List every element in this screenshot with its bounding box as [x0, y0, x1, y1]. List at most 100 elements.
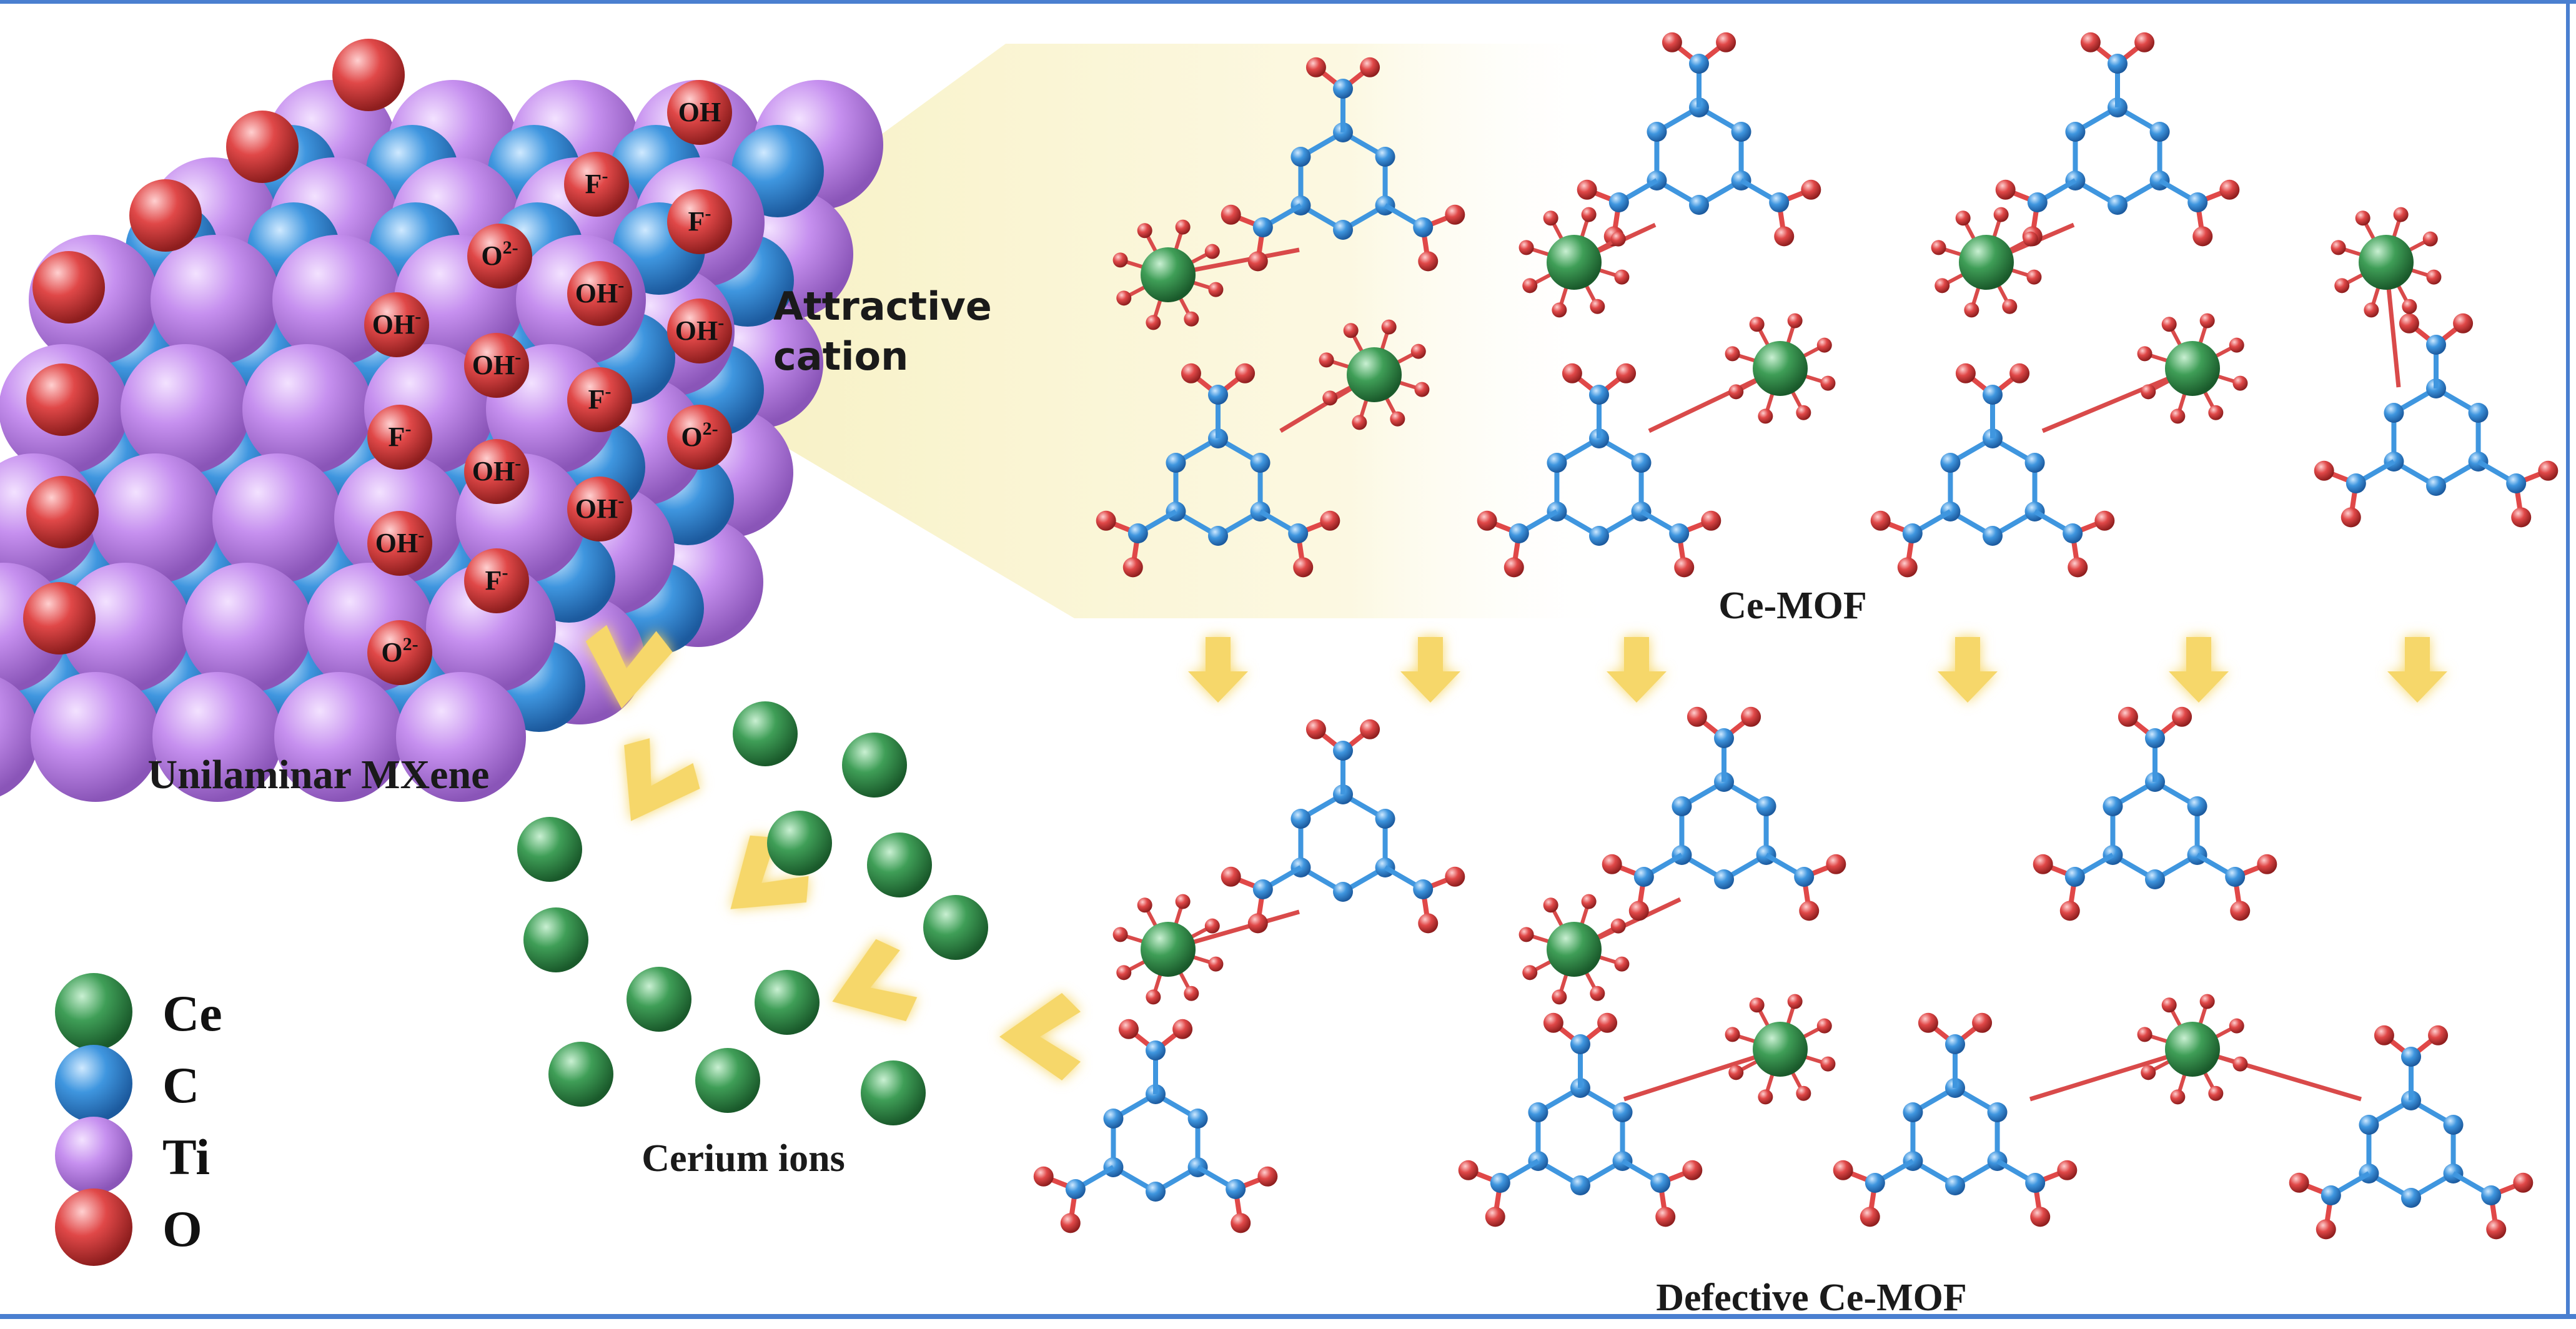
mxene-atom-o — [32, 251, 105, 324]
mof-atom-ce — [1753, 1022, 1808, 1077]
mof-atom-o — [2422, 231, 2438, 247]
mof-atom-o — [1816, 1018, 1832, 1034]
terminal-group-sphere — [367, 511, 432, 576]
mof-atom-c — [1940, 453, 1961, 473]
mof-atom-o — [1320, 510, 1340, 531]
terminal-group-label: OH — [678, 97, 721, 127]
mof-atom-o — [1445, 204, 1465, 225]
mof-atom-c — [1375, 809, 1395, 829]
mof-atom-c — [1166, 453, 1186, 473]
mof-atom-o — [2402, 299, 2417, 314]
mof-atom-c — [2426, 476, 2446, 496]
down-arrow — [2169, 637, 2229, 703]
mof-atom-o — [1204, 244, 1220, 259]
terminal-group-label: OH- — [575, 275, 624, 309]
terminal-group-label: F- — [389, 418, 412, 452]
mof-atom-o — [1543, 1012, 1563, 1033]
mof-atom-o — [2230, 901, 2251, 921]
mxene-atom-ti — [212, 453, 342, 583]
mof-atom-o — [2161, 317, 2177, 332]
mof-atom-o — [1577, 179, 1597, 200]
conversion-arrows — [1188, 637, 2447, 703]
legend-label-c: C — [162, 1057, 199, 1114]
mof-atom-c — [1103, 1109, 1124, 1129]
mof-atom-ce — [1959, 235, 2014, 290]
mof-atom-c — [1650, 1173, 1671, 1193]
mof-atom-o — [2399, 313, 2419, 333]
flow-chevron — [730, 835, 809, 909]
mof-atom-c — [1413, 217, 1434, 237]
mxene-atom-o — [23, 582, 96, 655]
mof-atom-o — [1701, 510, 1721, 531]
mof-atom-o — [2141, 1065, 2156, 1080]
mof-atom-o — [1897, 557, 1918, 578]
mof-atom-o — [2453, 313, 2474, 333]
mof-atom-o — [1602, 854, 1622, 874]
terminal-group-sphere — [667, 189, 732, 254]
mof-atom-o — [1518, 927, 1534, 942]
mof-atom-o — [2059, 901, 2080, 921]
cerium-ion — [695, 1048, 760, 1113]
mof-atom-c — [2468, 403, 2489, 423]
mof-atom-o — [2137, 1027, 2152, 1042]
mof-atom-o — [1801, 179, 1821, 200]
mof-atom-o — [1414, 382, 1430, 397]
mof-atom-o — [2355, 210, 2370, 226]
terminal-group-label: OH- — [575, 490, 624, 524]
mof-atom-c — [2359, 1115, 2379, 1135]
mof-atom-o — [1820, 1056, 1836, 1072]
mof-atom-o — [1146, 315, 1161, 330]
mof-atom-c — [1714, 869, 1734, 889]
mof-atom-o — [1485, 1207, 1505, 1227]
mof-atom-c — [1756, 796, 1776, 816]
mof-atom-o — [2232, 375, 2248, 391]
mof-atom-c — [1689, 195, 1709, 215]
terminal-group-sphere — [464, 439, 529, 504]
mof-atom-c — [2063, 523, 2083, 543]
mxene-atom-o — [332, 39, 405, 111]
mof-atom-o — [2199, 313, 2215, 329]
mof-atom-o — [1581, 207, 1597, 222]
mxene-atom-o — [26, 363, 99, 436]
mof-atom-ce — [1753, 341, 1808, 396]
mof-atom-c — [2145, 728, 2165, 748]
mof-atom-o — [2316, 1219, 2336, 1240]
mof-atom-o — [1682, 1160, 1703, 1180]
mof-atom-o — [2428, 1025, 2449, 1045]
mof-atom-o — [2486, 1219, 2507, 1240]
mof-atom-c — [1290, 809, 1311, 829]
mof-atom-o — [2511, 507, 2532, 528]
mof-atom-o — [2426, 269, 2442, 285]
mof-atom-o — [1172, 1019, 1193, 1039]
mof-atom-o — [1319, 352, 1334, 368]
terminal-group-label: OH- — [472, 453, 521, 487]
mof-atom-o — [1826, 854, 1846, 874]
legend-swatch-ce — [55, 973, 132, 1050]
mof-atom-c — [2443, 1115, 2464, 1135]
mof-atom-o — [1360, 57, 1380, 77]
terminal-group-label: OH- — [472, 347, 521, 380]
mof-atom-c — [1333, 220, 1353, 240]
mxene-atom-ti — [182, 563, 312, 693]
mof-atom-c — [1146, 1040, 1166, 1060]
mof-atom-c — [1865, 1173, 1885, 1193]
mof-atom-c — [1612, 1102, 1633, 1122]
mof-atom-o — [2208, 1085, 2224, 1101]
mof-atom-o — [1552, 302, 1567, 318]
mof-atom-c — [2401, 1188, 2421, 1208]
mxene-atom-ti — [61, 563, 191, 693]
mof-atom-o — [1716, 32, 1736, 52]
mof-atom-o — [2118, 706, 2138, 727]
mof-atom-o — [1728, 384, 1744, 400]
mof-atom-o — [1610, 231, 1626, 247]
mxene-sphere-stack — [0, 39, 883, 802]
mof-atom-c — [1065, 1179, 1086, 1199]
mof-atom-c — [1208, 526, 1228, 546]
mxene-atom-ti — [242, 344, 372, 474]
mof-atom-c — [2401, 1047, 2421, 1067]
mxene-atom-ti — [151, 235, 280, 365]
mxene-atom-ti — [121, 344, 250, 474]
surface-terminal-groups: OHF-F-O2-OH-OH-OH-OH-F-F-O2-OH-OH-OH-F-O… — [364, 80, 732, 685]
mof-atom-o — [1518, 240, 1534, 255]
mof-atom-c — [1714, 728, 1734, 748]
